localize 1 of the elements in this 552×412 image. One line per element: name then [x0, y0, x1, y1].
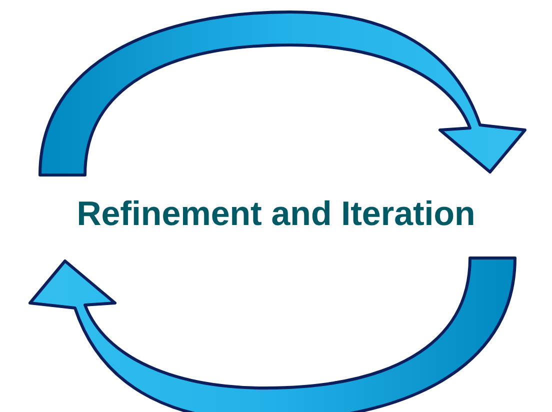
title: Refinement and Iteration	[76, 195, 476, 233]
